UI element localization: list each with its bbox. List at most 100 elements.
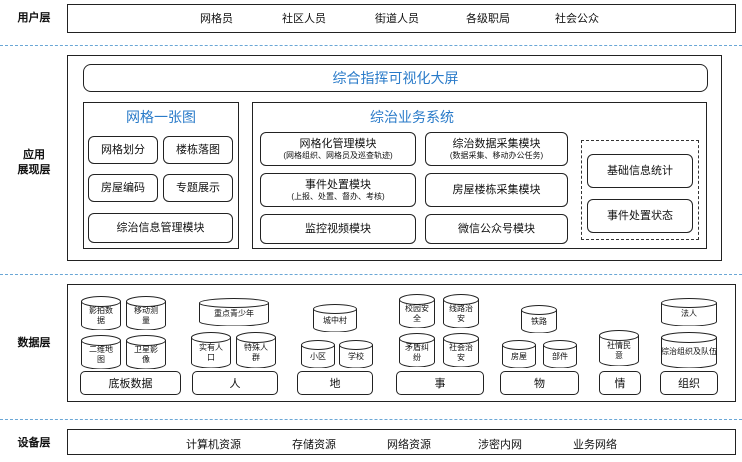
layer-separator [0, 419, 742, 420]
data-cylinder: 线路治安 [443, 294, 479, 328]
layer-separator [0, 45, 742, 46]
cylinder-label: 实有人口 [199, 343, 223, 362]
grid-mgmt-module: 网格化管理模块 (网格组织、网格员及巡查轨迹) [260, 132, 416, 166]
cylinder-label: 法人 [681, 309, 697, 318]
people-label: 人 [192, 371, 278, 395]
layer-label-device: 设备层 [17, 437, 51, 449]
layer-label-data: 数据层 [17, 337, 51, 349]
module-title: 事件处置模块 [305, 178, 371, 191]
layer-label-user: 用户层 [17, 12, 51, 24]
data-cylinder: 社情民意 [599, 330, 639, 366]
base-stats-label: 基础信息统计 [607, 164, 673, 177]
cylinder-shape [502, 340, 536, 368]
org-label: 组织 [660, 371, 718, 395]
cylinder-label: 特殊人群 [244, 343, 268, 362]
device-item: 网络资源 [387, 439, 431, 451]
module-title: 微信公众号模块 [458, 222, 535, 235]
cylinder-label: 部件 [552, 352, 568, 361]
cylinder-shape [661, 298, 717, 326]
grid-division-box: 网格划分 [88, 136, 158, 164]
cylinder-label: 重点青少年 [214, 309, 254, 318]
video-module: 监控视频模块 [260, 214, 416, 244]
module-title: 监控视频模块 [305, 222, 371, 235]
cylinder-shape [81, 296, 121, 330]
cylinder-shape [443, 333, 479, 367]
cylinder-shape [199, 298, 269, 326]
data-cylinder: 城中村 [313, 304, 357, 332]
device-layer-box [67, 429, 736, 455]
grid-division-label: 网格划分 [101, 143, 145, 156]
cylinder-label: 社会治安 [449, 343, 473, 362]
data-collect-module: 综治数据采集模块 (数据采集、移动办公任务) [425, 132, 568, 166]
cylinder-label: 学校 [348, 352, 364, 361]
module-title: 网格化管理模块 [299, 137, 377, 150]
device-item: 涉密内网 [478, 439, 522, 451]
cylinder-label: 矛盾纠纷 [405, 343, 429, 362]
building-map-label: 楼栋落图 [176, 143, 220, 156]
cylinder-shape [661, 332, 717, 368]
device-item: 业务网络 [573, 439, 617, 451]
event-status-box: 事件处置状态 [587, 199, 693, 233]
cylinder-label: 铁路 [531, 317, 547, 326]
cylinder-shape [236, 332, 276, 368]
data-cylinder: 移动测量 [126, 296, 166, 330]
biz-system-title: 综治业务系统 [370, 109, 454, 125]
data-cylinder: 社会治安 [443, 333, 479, 367]
cylinder-shape [339, 340, 373, 368]
cylinder-shape [81, 335, 121, 369]
data-cylinder: 影拍数据 [81, 296, 121, 330]
cylinder-label: 卫星影像 [134, 345, 158, 364]
user-item: 社会公众 [555, 13, 599, 25]
cylinder-label: 小区 [310, 352, 326, 361]
house-code-box: 房屋编码 [88, 174, 158, 202]
grid-map-title: 网格一张图 [126, 109, 196, 125]
cylinder-shape [191, 332, 231, 368]
cylinder-label: 影拍数据 [89, 306, 113, 325]
stats-group [581, 140, 699, 240]
emotion-label: 情 [599, 371, 641, 395]
data-cylinder: 特殊人群 [236, 332, 276, 368]
module-subtitle: (数据采集、移动办公任务) [449, 150, 544, 160]
dashboard-title: 综合指挥可视化大屏 [332, 70, 459, 86]
cylinder-label: 综治组织及队伍 [661, 347, 717, 356]
cylinder-label: 城中村 [323, 316, 347, 325]
cylinder-shape [399, 294, 435, 328]
data-cylinder: 重点青少年 [199, 298, 269, 326]
user-item: 网格员 [200, 13, 233, 25]
device-item: 计算机资源 [186, 439, 241, 451]
thing-label: 物 [500, 371, 579, 395]
layer-label-app-line1: 应用 [23, 149, 45, 161]
module-subtitle: (上报、处置、督办、考核) [291, 191, 385, 201]
cylinder-label: 二维地图 [89, 345, 113, 364]
info-mgmt-box: 综治信息管理模块 [88, 213, 233, 243]
house-collect-module: 房屋楼栋采集模块 [425, 173, 568, 207]
wechat-module: 微信公众号模块 [425, 214, 568, 244]
info-mgmt-label: 综治信息管理模块 [116, 221, 205, 234]
data-cylinder: 铁路 [521, 305, 557, 333]
event-module: 事件处置模块 (上报、处置、督办、考核) [260, 173, 416, 207]
layer-label-app-line2: 展现层 [17, 164, 51, 176]
cylinder-label: 社情民意 [607, 341, 631, 360]
module-subtitle: (网格组织、网格员及巡查轨迹) [283, 150, 393, 160]
user-item: 社区人员 [282, 13, 326, 25]
user-layer-box [67, 4, 736, 33]
data-cylinder: 校园安全 [399, 294, 435, 328]
topic-display-box: 专题展示 [163, 174, 233, 202]
device-item: 存储资源 [292, 439, 336, 451]
cylinder-shape [399, 333, 435, 367]
user-item: 各级职局 [466, 13, 510, 25]
data-cylinder: 实有人口 [191, 332, 231, 368]
data-cylinder: 二维地图 [81, 335, 121, 369]
layer-separator [0, 274, 742, 275]
cylinder-shape [301, 340, 335, 368]
building-map-box: 楼栋落图 [163, 136, 233, 164]
data-cylinder: 卫星影像 [126, 335, 166, 369]
house-code-label: 房屋编码 [101, 181, 145, 194]
cylinder-shape [521, 305, 557, 333]
cylinder-shape [313, 304, 357, 332]
base-data-label: 底板数据 [80, 371, 181, 395]
cylinder-shape [599, 330, 639, 366]
dashboard-banner: 综合指挥可视化大屏 [83, 64, 708, 92]
cylinder-label: 线路治安 [449, 304, 473, 323]
module-title: 综治数据采集模块 [452, 137, 541, 150]
